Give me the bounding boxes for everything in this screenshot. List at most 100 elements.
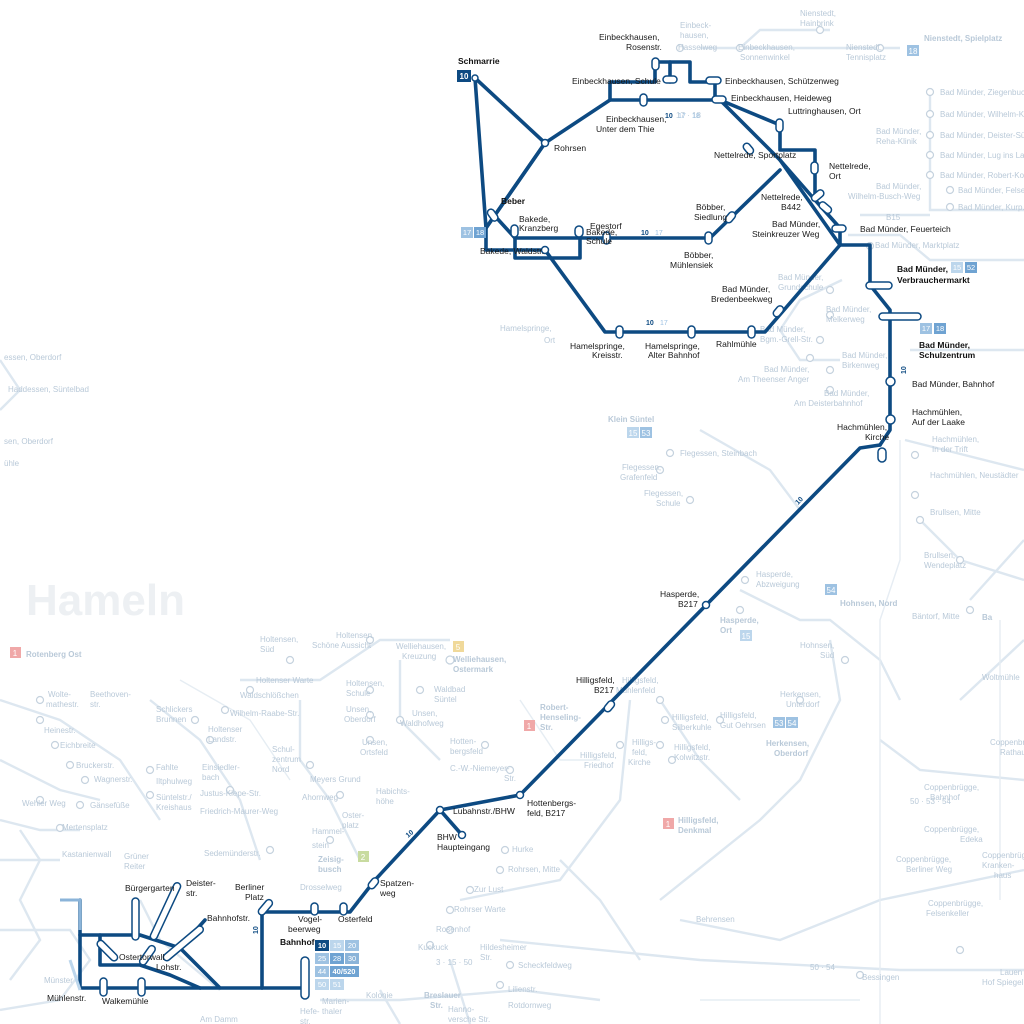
- svg-text:Heinestr.: Heinestr.: [44, 726, 76, 735]
- stop-marker[interactable]: [775, 118, 784, 133]
- svg-text:Haupteingang: Haupteingang: [437, 842, 490, 852]
- svg-text:Denkmal: Denkmal: [678, 826, 711, 835]
- svg-text:Vogel-: Vogel-: [298, 914, 322, 924]
- svg-text:Herkensen,: Herkensen,: [766, 739, 809, 748]
- svg-text:BHW: BHW: [437, 832, 457, 842]
- svg-text:Coppenbrügge,: Coppenbrügge,: [928, 899, 983, 908]
- svg-text:3 · 15 · 50: 3 · 15 · 50: [436, 958, 473, 967]
- stop-marker[interactable]: [257, 898, 274, 916]
- svg-text:feld, B217: feld, B217: [527, 808, 566, 818]
- stop-marker[interactable]: [574, 225, 584, 238]
- svg-text:Kastanienwall: Kastanienwall: [62, 850, 112, 859]
- stop-marker[interactable]: [651, 57, 660, 71]
- city-overlay-lines: [60, 898, 82, 991]
- svg-text:Bad Münder, Lug ins Land: Bad Münder, Lug ins Land: [940, 151, 1024, 160]
- svg-text:Berliner Weg: Berliner Weg: [906, 865, 952, 874]
- svg-text:28: 28: [333, 954, 341, 963]
- stop-marker[interactable]: [486, 208, 499, 223]
- stop-marker[interactable]: [639, 93, 648, 107]
- stop-marker[interactable]: [138, 944, 156, 966]
- stop-marker[interactable]: [602, 231, 611, 245]
- svg-text:Zeisig-: Zeisig-: [318, 855, 344, 864]
- stop-marker[interactable]: [367, 876, 380, 890]
- stop-marker[interactable]: [515, 790, 525, 800]
- svg-text:Bad Münder, Wilhelm-Kl.: Bad Münder, Wilhelm-Kl.: [940, 110, 1024, 119]
- stop-marker[interactable]: [747, 325, 756, 339]
- svg-text:15: 15: [742, 632, 751, 641]
- svg-text:Ort: Ort: [544, 336, 556, 345]
- stop-marker[interactable]: [457, 830, 467, 840]
- svg-text:Reiter: Reiter: [124, 862, 146, 871]
- stop-marker[interactable]: [701, 600, 711, 610]
- svg-text:Str.: Str.: [504, 774, 516, 783]
- stop-marker[interactable]: [818, 200, 833, 215]
- stop-marker[interactable]: [149, 882, 182, 941]
- svg-text:Ortsfeld: Ortsfeld: [360, 748, 388, 757]
- svg-text:Kranzberg: Kranzberg: [519, 223, 558, 233]
- stop-marker[interactable]: [339, 902, 348, 916]
- stop-marker[interactable]: [810, 161, 819, 175]
- stop-marker[interactable]: [704, 231, 713, 245]
- svg-text:50: 50: [318, 980, 326, 989]
- stop-marker[interactable]: [162, 925, 205, 963]
- stop-marker[interactable]: [310, 902, 319, 916]
- stop-label: Bahnhof: [280, 937, 315, 947]
- svg-text:Nettelrede,: Nettelrede,: [761, 192, 803, 202]
- stop-marker[interactable]: [724, 210, 737, 224]
- stop-marker[interactable]: [877, 447, 887, 463]
- stop-marker[interactable]: [878, 312, 922, 321]
- svg-text:Schule: Schule: [656, 499, 681, 508]
- svg-text:Hachmühlen,: Hachmühlen,: [837, 422, 887, 432]
- svg-text:Silberkuhle: Silberkuhle: [672, 723, 712, 732]
- stop-marker[interactable]: [810, 188, 825, 203]
- svg-text:Rohrsen, Mitte: Rohrsen, Mitte: [508, 865, 561, 874]
- stop-marker[interactable]: [885, 376, 896, 387]
- svg-text:Reha-Klinik: Reha-Klinik: [876, 137, 918, 146]
- stop-marker[interactable]: [131, 897, 140, 941]
- stop-marker[interactable]: [705, 76, 722, 85]
- svg-text:50 · 53 · 54: 50 · 53 · 54: [910, 797, 951, 806]
- svg-text:30: 30: [348, 954, 356, 963]
- svg-text:53: 53: [642, 429, 651, 438]
- svg-text:18: 18: [692, 113, 700, 120]
- svg-text:Wehler Weg: Wehler Weg: [22, 799, 66, 808]
- stop-marker[interactable]: [540, 138, 550, 148]
- stop-marker[interactable]: [772, 304, 785, 318]
- stop-marker[interactable]: [435, 805, 445, 815]
- svg-text:Oberdorf: Oberdorf: [344, 715, 376, 724]
- stop-marker[interactable]: [300, 956, 310, 1000]
- stop-marker[interactable]: [540, 245, 550, 255]
- stop-marker[interactable]: [471, 74, 479, 82]
- stop-marker[interactable]: [831, 224, 847, 233]
- stop-marker[interactable]: [885, 414, 896, 425]
- stop-marker[interactable]: [615, 325, 624, 339]
- svg-text:Schul-: Schul-: [272, 745, 295, 754]
- svg-text:10: 10: [318, 941, 326, 950]
- stop-marker[interactable]: [711, 95, 727, 104]
- svg-text:54: 54: [827, 586, 836, 595]
- svg-text:Einbeckhausen,: Einbeckhausen,: [738, 43, 795, 52]
- stop-marker[interactable]: [687, 325, 696, 339]
- svg-text:Hilligsfeld,: Hilligsfeld,: [674, 743, 710, 752]
- route-stops: [96, 57, 922, 1000]
- stop-marker[interactable]: [510, 224, 519, 238]
- svg-text:Lilienstr.: Lilienstr.: [508, 985, 537, 994]
- stop-marker[interactable]: [603, 699, 616, 713]
- stop-marker[interactable]: [662, 75, 678, 84]
- stop-marker[interactable]: [742, 142, 755, 156]
- stop-marker[interactable]: [865, 281, 893, 290]
- svg-text:feld,: feld,: [632, 748, 647, 757]
- stop-marker[interactable]: [99, 977, 108, 997]
- svg-text:Böbber,: Böbber,: [684, 250, 713, 260]
- stop-marker[interactable]: [137, 977, 146, 997]
- svg-text:Bad Münder,: Bad Münder,: [897, 264, 948, 274]
- svg-text:Bad Münder,: Bad Münder,: [919, 340, 970, 350]
- svg-text:17 · 18: 17 · 18: [676, 111, 701, 120]
- svg-text:Hohnsen, Nord: Hohnsen, Nord: [840, 599, 897, 608]
- svg-text:Welliehausen,: Welliehausen,: [453, 655, 506, 664]
- stop-marker[interactable]: [96, 939, 119, 962]
- svg-text:Hotten-: Hotten-: [450, 737, 477, 746]
- svg-text:Flegessen, Steinbach: Flegessen, Steinbach: [680, 449, 757, 458]
- svg-text:Wilhelm-Busch-Weg: Wilhelm-Busch-Weg: [848, 192, 920, 201]
- stop-label: Bad Münder, Bahnhof: [912, 379, 995, 389]
